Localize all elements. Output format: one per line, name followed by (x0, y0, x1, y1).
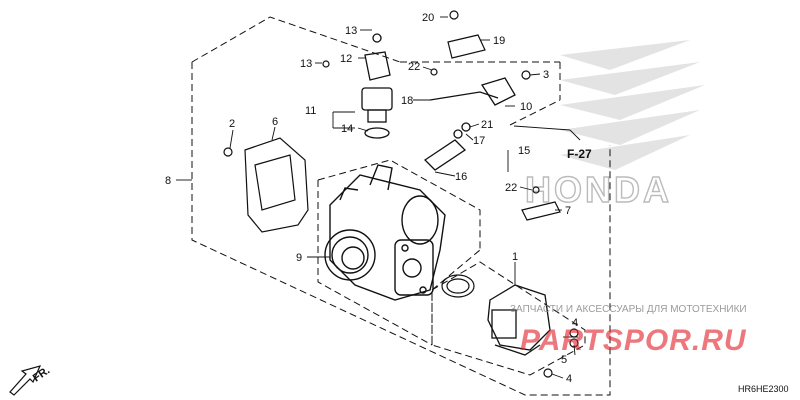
fuel-injector-assembly (423, 77, 516, 171)
callout-22a: 22 (408, 61, 420, 73)
callout-17: 17 (473, 135, 485, 147)
bracket-plate (521, 201, 561, 221)
callout-11: 11 (305, 105, 316, 117)
callout-13b: 13 (300, 58, 312, 70)
callout-18: 18 (401, 95, 413, 107)
clamp (447, 34, 486, 59)
diagram-code: HR6HE2300 (738, 384, 789, 394)
gasket (441, 274, 475, 298)
callout-9: 9 (296, 252, 302, 264)
callout-4b: 4 (566, 373, 572, 385)
injector (361, 33, 393, 139)
callout-2: 2 (229, 118, 235, 130)
callout-20: 20 (422, 12, 434, 24)
throttle-sensor-unit (487, 284, 551, 356)
callout-12: 12 (340, 53, 352, 65)
callout-4a: 4 (572, 317, 578, 329)
assembly-outline-main (191, 16, 611, 396)
callout-6: 6 (272, 116, 278, 128)
watermark-site: PARTSPOR.RU (520, 324, 747, 357)
callout-15: 15 (518, 145, 530, 157)
throttle-body (324, 164, 446, 301)
callout-14: 14 (341, 123, 353, 135)
leader-lines (176, 16, 581, 379)
callout-16: 16 (455, 171, 467, 183)
callout-3: 3 (543, 69, 549, 81)
callout-10: 10 (520, 101, 532, 113)
callout-22b: 22 (505, 182, 517, 194)
bolts (223, 10, 579, 378)
section-reference: F-27 (567, 147, 592, 161)
callout-1: 1 (512, 251, 518, 263)
assembly-outline-body (317, 159, 481, 346)
callout-labels: 1 2 3 4 4 5 6 7 8 9 10 11 12 13 13 14 15… (165, 12, 578, 385)
bracket (244, 137, 309, 233)
callout-21: 21 (481, 119, 493, 131)
callout-19: 19 (493, 35, 505, 47)
honda-wing-watermark (560, 40, 705, 170)
assembly-outline-sensor (431, 261, 586, 376)
front-arrow-icon (9, 365, 42, 396)
callout-7: 7 (565, 205, 571, 217)
watermark-tagline: ЗАПЧАСТИ И АКСЕССУАРЫ ДЛЯ МОТОТЕХНИКИ (510, 304, 747, 315)
callout-8: 8 (165, 175, 171, 187)
callout-5: 5 (561, 354, 567, 366)
callout-13a: 13 (345, 25, 357, 37)
